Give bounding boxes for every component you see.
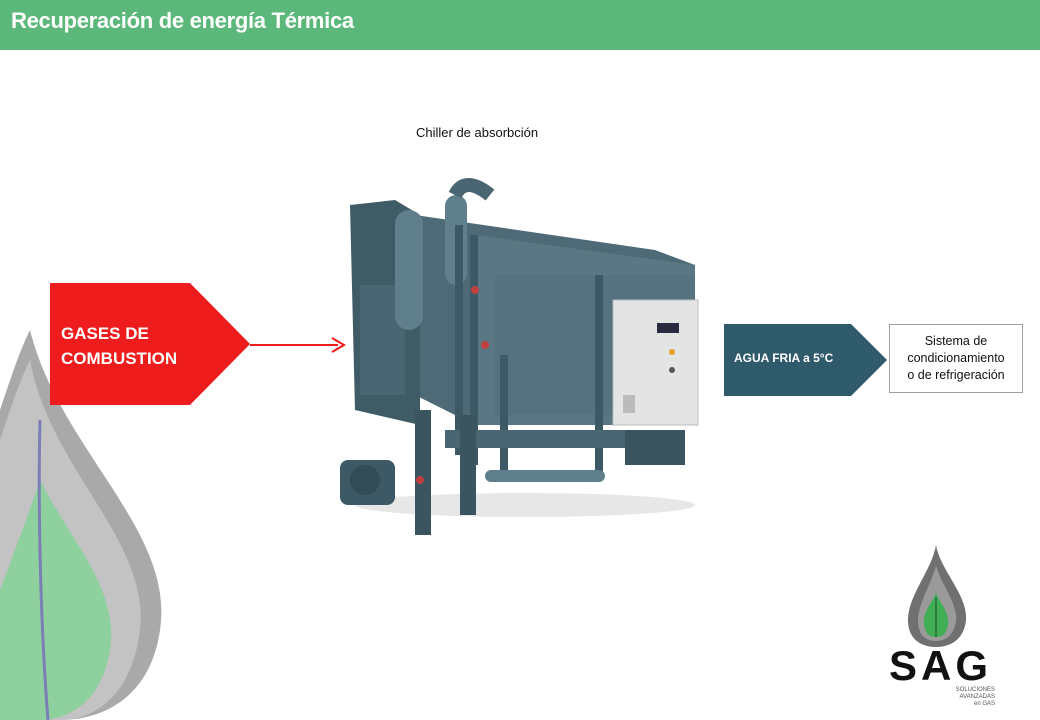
sag-logo-drop-icon bbox=[908, 545, 967, 647]
chilled-water-output-shape bbox=[724, 324, 887, 396]
logo-subtitle-line2: AVANZADAS bbox=[959, 694, 995, 700]
logo-subtitle-line3: en GAS bbox=[973, 701, 995, 707]
page-title: Recuperación de energía Térmica bbox=[11, 8, 354, 33]
gases-label-line2: COMBUSTION bbox=[61, 349, 178, 368]
gases-label-line1: GASES DE bbox=[61, 324, 149, 343]
logo-subtitle-line1: SOLUCIONES bbox=[955, 687, 995, 693]
target-line3: o de refrigeración bbox=[907, 368, 1005, 382]
chiller-label: Chiller de absorbción bbox=[416, 125, 539, 140]
gases-input-shape bbox=[50, 283, 250, 405]
target-line2: condicionamiento bbox=[907, 351, 1005, 365]
header-bar: Recuperación de energía Térmica bbox=[0, 0, 1040, 50]
absorption-chiller-image bbox=[340, 178, 699, 535]
background-drop-graphic bbox=[0, 330, 162, 720]
flow-arrow bbox=[250, 337, 346, 353]
target-system-box: Sistema de condicionamiento o de refrige… bbox=[889, 324, 1023, 393]
target-line1: Sistema de bbox=[924, 334, 988, 348]
sag-logo-text: SAG bbox=[889, 642, 993, 689]
chilled-water-label: AGUA FRIA a 5°C bbox=[734, 351, 834, 365]
sag-logo-subtitle: SOLUCIONES AVANZADAS en GAS bbox=[945, 687, 995, 708]
gases-input-label: GASES DE COMBUSTION bbox=[61, 321, 211, 371]
